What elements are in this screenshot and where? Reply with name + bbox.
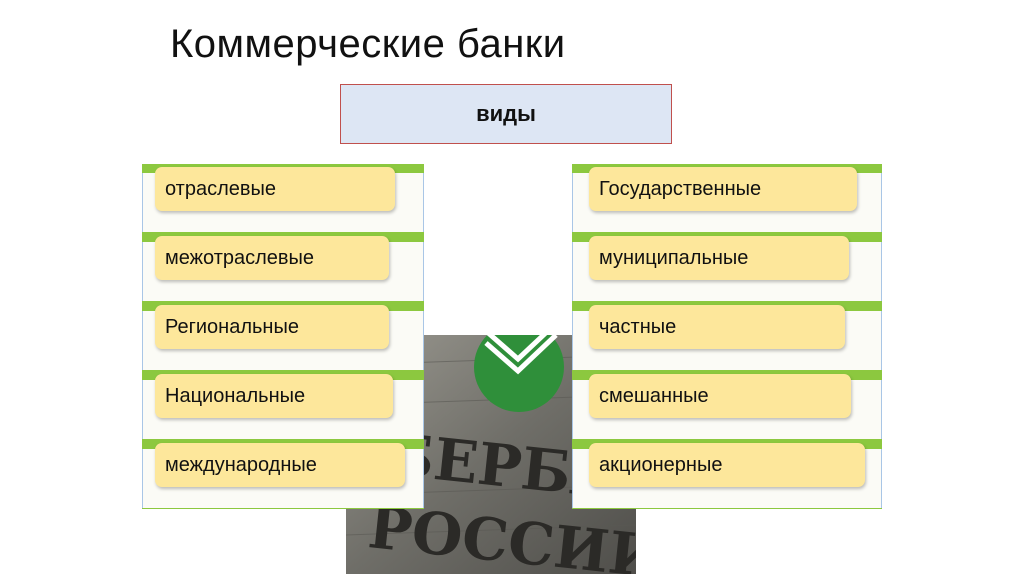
types-label: виды [476,101,536,126]
type-item-mixed: смешанные [589,374,851,418]
logo-check-icon [484,335,558,375]
type-item-municipal: муниципальные [589,236,849,280]
type-item-joint-stock: акционерные [589,443,865,487]
list-item: межотраслевые [142,233,424,302]
list-item: Национальные [142,371,424,440]
type-item-private: частные [589,305,845,349]
type-item-state: Государственные [589,167,857,211]
right-types-column: Государственные муниципальные частные см… [572,164,882,509]
type-item-international: международные [155,443,405,487]
types-header-box: виды [340,84,672,144]
left-types-column: отраслевые межотраслевые Региональные На… [142,164,424,509]
page-title: Коммерческие банки [170,22,566,66]
list-item: акционерные [572,440,882,509]
list-item: отраслевые [142,164,424,233]
list-item: муниципальные [572,233,882,302]
list-item: международные [142,440,424,509]
list-item: смешанные [572,371,882,440]
type-item-national: Национальные [155,374,393,418]
list-item: частные [572,302,882,371]
type-item-industry: отраслевые [155,167,395,211]
list-item: Государственные [572,164,882,233]
list-item: Региональные [142,302,424,371]
type-item-interindustry: межотраслевые [155,236,389,280]
type-item-regional: Региональные [155,305,389,349]
